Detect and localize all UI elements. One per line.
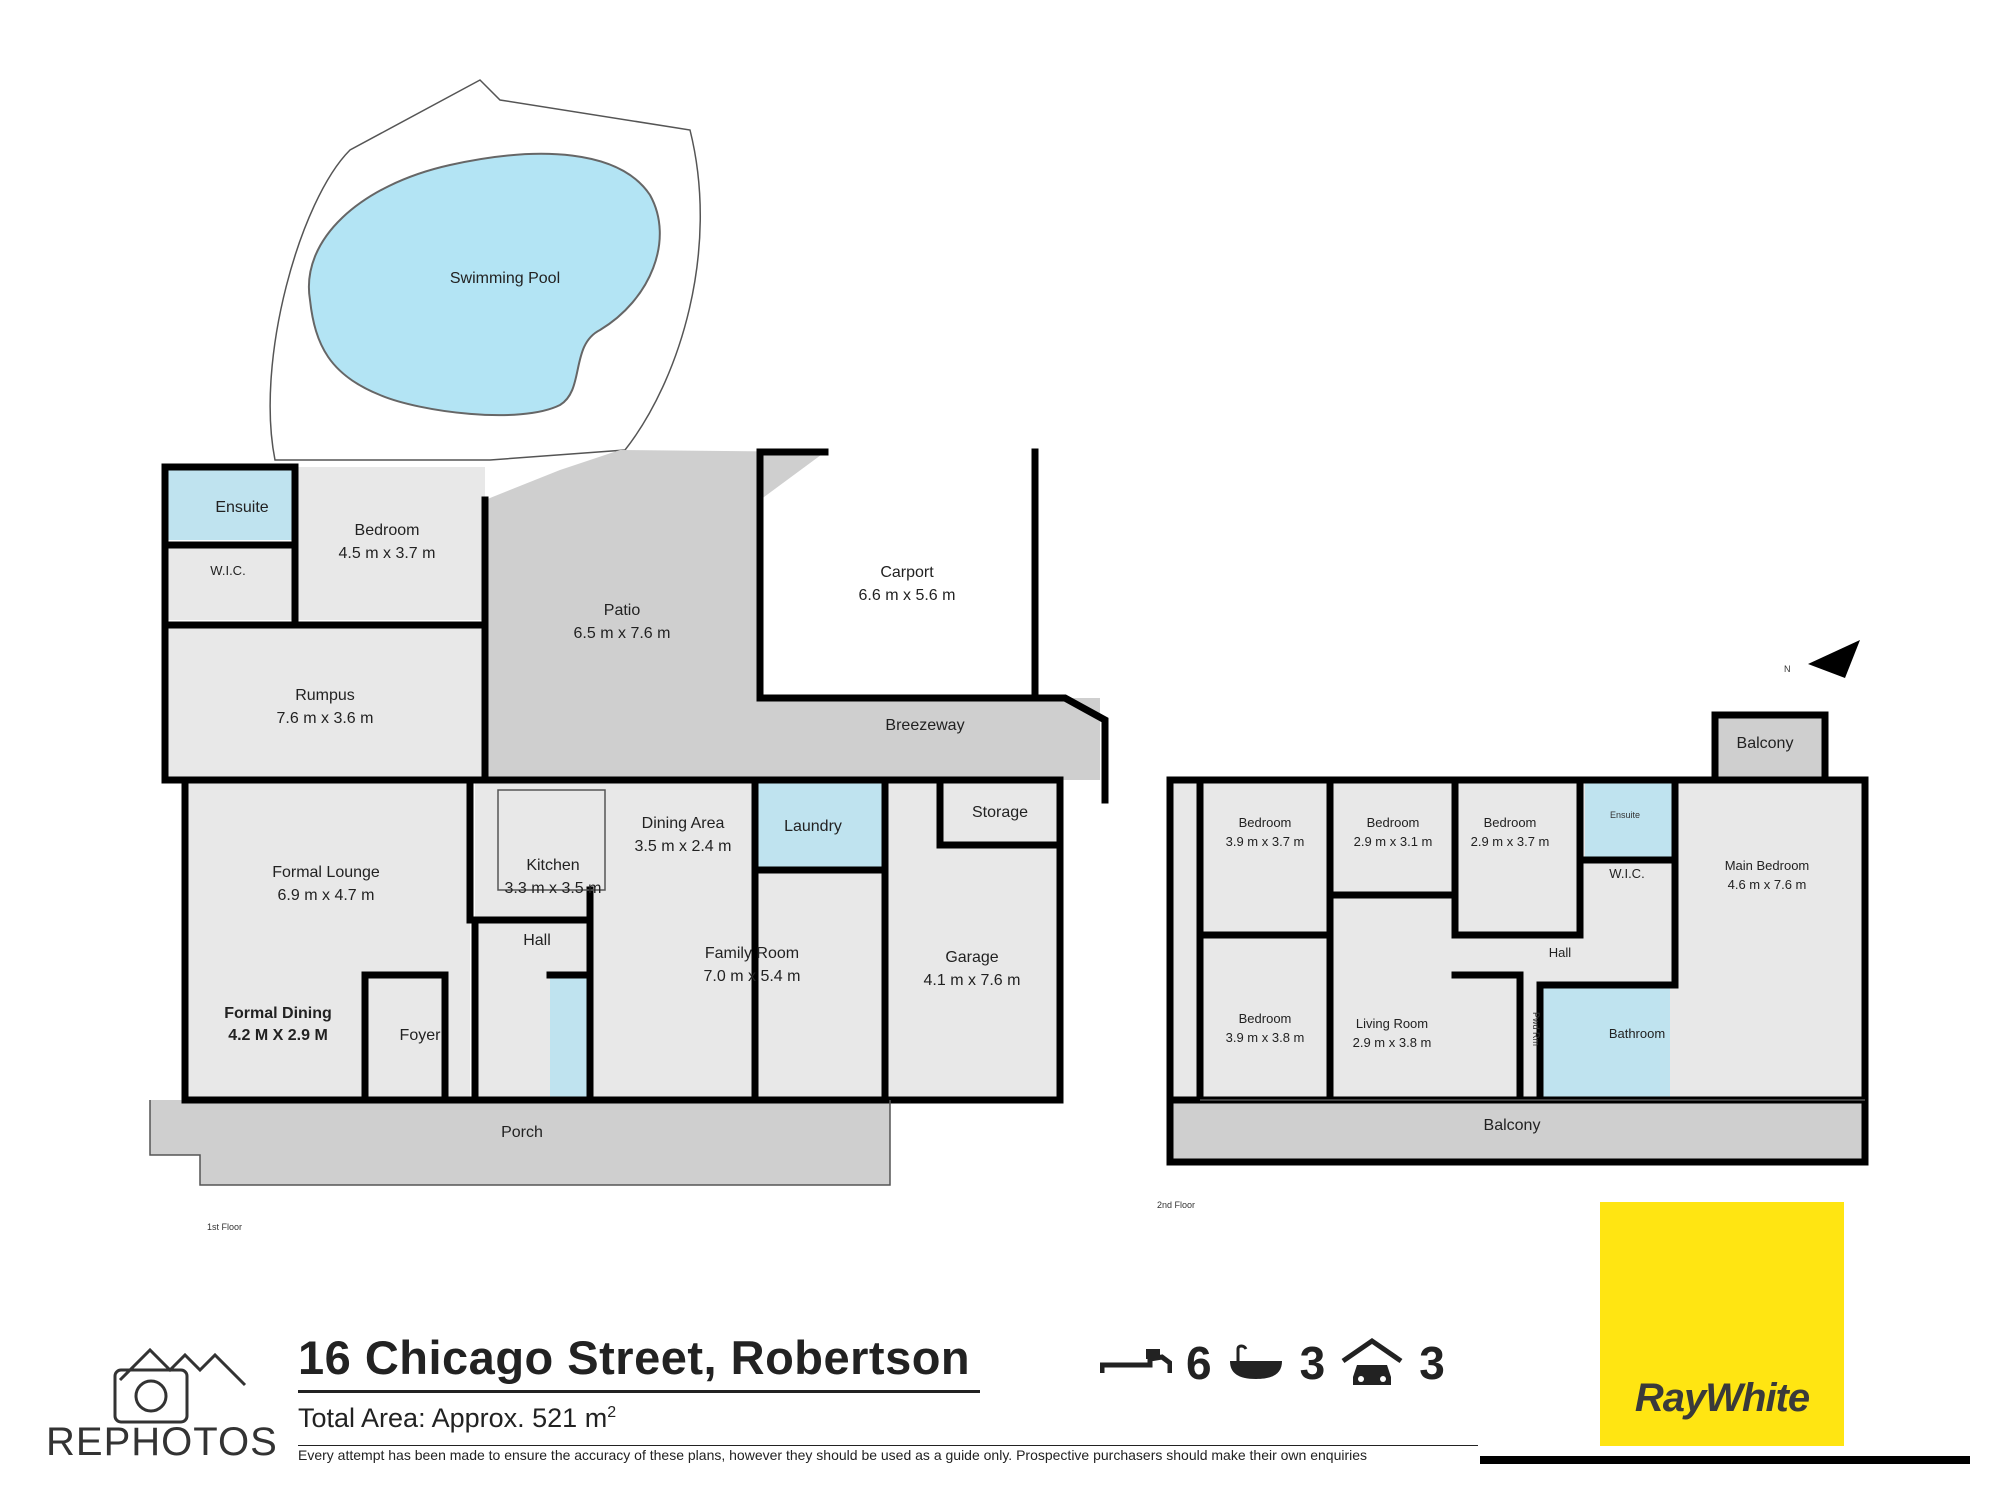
breezeway-label: Breezeway: [885, 717, 964, 734]
pwd-rm-area: [1540, 985, 1580, 1100]
car-count: 3: [1419, 1337, 1445, 1389]
compass-icon: N: [1784, 640, 1860, 678]
rephotos-logo-icon: [113, 1347, 247, 1424]
total-area-text: Total Area: Approx. 521 m: [298, 1403, 608, 1433]
compass-north-label: N: [1784, 664, 1791, 674]
total-area: Total Area: Approx. 521 m2: [298, 1403, 616, 1434]
pool-surround: [269, 79, 701, 461]
garage-label: Garage: [945, 949, 998, 966]
bedroom-label: Bedroom: [355, 522, 420, 539]
pwd-rm-label: Pwd Rm: [1531, 1012, 1541, 1046]
first-floor-label: 1st Floor: [207, 1222, 242, 1232]
wic-2-label: W.I.C.: [1609, 866, 1644, 881]
formal-lounge-size: 6.9 m x 4.7 m: [278, 887, 375, 904]
hall-2-label: Hall: [1549, 945, 1572, 960]
ensuite-area: [165, 467, 295, 540]
property-stats: 6 3 3: [1100, 1333, 1445, 1393]
garage-icon: [1341, 1337, 1403, 1385]
bed-count: 6: [1186, 1337, 1212, 1389]
storage-label: Storage: [972, 804, 1028, 821]
family-room-size: 7.0 m x 5.4 m: [704, 968, 801, 985]
carport-size: 6.6 m x 5.6 m: [859, 587, 956, 604]
balcony-bottom-label: Balcony: [1484, 1117, 1541, 1134]
bedroom-size: 4.5 m x 3.7 m: [339, 545, 436, 562]
patio-label: Patio: [604, 602, 641, 619]
laundry-area: [755, 780, 885, 870]
main-bedroom-label: Main Bedroom: [1725, 858, 1810, 873]
ensuite-2-area: [1585, 780, 1675, 860]
bedroom-2-label: Bedroom: [1367, 815, 1420, 830]
carport-label: Carport: [880, 564, 934, 581]
balcony-bottom-area: [1170, 1100, 1865, 1162]
family-room-label: Family Room: [705, 945, 799, 962]
bedroom-3-size: 2.9 m x 3.7 m: [1471, 834, 1550, 849]
garage-area: [885, 780, 1060, 1100]
bath-icon: [1229, 1344, 1282, 1379]
bed-icon: [1100, 1349, 1172, 1373]
dining-area-label: Dining Area: [642, 815, 725, 832]
dining-area-size: 3.5 m x 2.4 m: [635, 838, 732, 855]
patio-size: 6.5 m x 7.6 m: [574, 625, 671, 642]
second-floor-label: 2nd Floor: [1157, 1200, 1195, 1210]
living-room-label: Living Room: [1356, 1016, 1428, 1031]
breezeway-area: [760, 698, 1100, 780]
wc-area: [550, 975, 590, 1100]
porch-label: Porch: [501, 1124, 543, 1141]
address-underline: [298, 1390, 980, 1393]
bedroom-4-label: Bedroom: [1239, 1011, 1292, 1026]
property-address: 16 Chicago Street, Robertson: [298, 1331, 971, 1384]
pool-label: Swimming Pool: [450, 270, 560, 287]
family-room-east-area: [755, 870, 885, 1100]
bedroom-4-size: 3.9 m x 3.8 m: [1226, 1030, 1305, 1045]
rumpus-area: [165, 625, 485, 780]
bedroom-3-label: Bedroom: [1484, 815, 1537, 830]
swimming-pool: [307, 152, 661, 417]
disclaimer-divider: [298, 1445, 1478, 1446]
main-bedroom-size: 4.6 m x 7.6 m: [1728, 877, 1807, 892]
formal-dining-label: Formal Dining: [224, 1005, 332, 1022]
rumpus-size: 7.6 m x 3.6 m: [277, 710, 374, 727]
wic-area: [165, 545, 295, 620]
raywhite-text: RayWhite: [1634, 1376, 1810, 1420]
ensuite-label: Ensuite: [215, 499, 268, 516]
formal-lounge-label: Formal Lounge: [272, 864, 380, 881]
bedroom-area: [295, 467, 485, 620]
footer-bar: [1480, 1456, 1970, 1464]
disclaimer-text: Every attempt has been made to ensure th…: [298, 1447, 1368, 1463]
foyer-label: Foyer: [400, 1027, 442, 1044]
living-room-size: 2.9 m x 3.8 m: [1353, 1035, 1432, 1050]
laundry-label: Laundry: [784, 818, 842, 835]
ensuite-2-label: Ensuite: [1610, 810, 1640, 820]
garage-size: 4.1 m x 7.6 m: [924, 972, 1021, 989]
formal-lounge-area: [185, 780, 470, 1100]
raywhite-logo: RayWhite: [1600, 1202, 1844, 1446]
porch-area: [150, 1100, 890, 1185]
bath-count: 3: [1299, 1337, 1326, 1389]
patio-area: [485, 450, 825, 780]
rumpus-label: Rumpus: [295, 687, 355, 704]
bedroom-2-size: 2.9 m x 3.1 m: [1354, 834, 1433, 849]
bedroom-1-label: Bedroom: [1239, 815, 1292, 830]
kitchen-label: Kitchen: [526, 857, 579, 874]
kitchen-size: 3.3 m x 3.5 m: [505, 880, 602, 897]
kitchen-family-area: [475, 780, 755, 1100]
wic-label: W.I.C.: [210, 563, 245, 578]
formal-dining-size: 4.2 M X 2.9 M: [228, 1027, 328, 1044]
bathroom-label: Bathroom: [1609, 1026, 1665, 1041]
total-area-sup: 2: [607, 1404, 617, 1421]
bedroom-1-size: 3.9 m x 3.7 m: [1226, 834, 1305, 849]
hall-label: Hall: [523, 932, 551, 949]
brand-name: REPHOTOS: [46, 1420, 278, 1464]
balcony-top-area: [1715, 715, 1825, 780]
balcony-top-label: Balcony: [1737, 735, 1794, 752]
